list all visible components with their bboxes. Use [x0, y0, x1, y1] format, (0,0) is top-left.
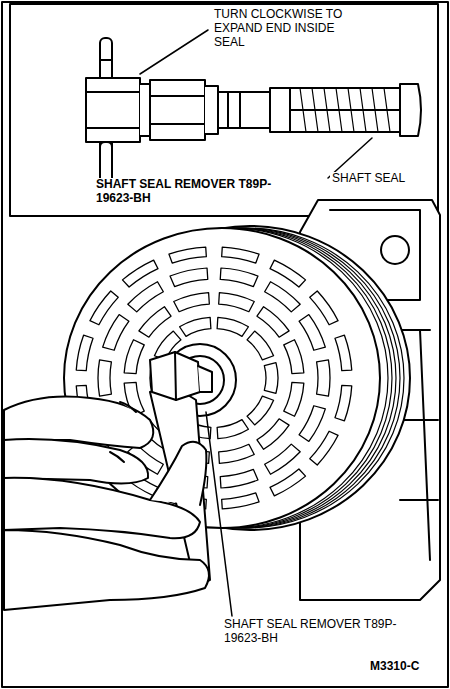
- clutch-slot: [264, 363, 278, 394]
- thread-stroke: [300, 88, 306, 132]
- clutch-slot: [257, 307, 289, 338]
- clutch-slot: [122, 260, 158, 287]
- clutch-slot: [299, 406, 325, 442]
- clutch-slot: [284, 382, 304, 416]
- figure-number: M3310-C: [368, 660, 421, 674]
- clutch-slot: [128, 282, 164, 312]
- clutch-slot: [169, 247, 206, 263]
- hand: [4, 397, 209, 611]
- clutch-slot: [257, 419, 289, 450]
- clutch-slot: [220, 469, 258, 488]
- clutch-slot: [299, 315, 325, 351]
- clutch-slot: [103, 315, 129, 351]
- clutch-slot: [222, 493, 259, 509]
- thread-stroke: [336, 88, 342, 132]
- clutch-slot: [180, 317, 211, 336]
- clutch-slot: [76, 335, 93, 371]
- thread-stroke: [384, 88, 390, 132]
- clutch-slot: [310, 431, 338, 465]
- thread-stroke: [360, 88, 366, 132]
- thread-stroke: [348, 88, 354, 132]
- clutch-slot: [265, 282, 301, 312]
- thread-stroke: [324, 88, 330, 132]
- clutch-slot: [217, 317, 248, 336]
- seal-remover-tool: [86, 38, 421, 196]
- part-label: SHAFT SEAL: [330, 172, 407, 186]
- clutch-slot: [247, 396, 274, 425]
- clutch-slot: [335, 385, 352, 421]
- clutch-slot: [284, 340, 304, 374]
- inset-frame: [10, 4, 438, 216]
- clutch-slot: [219, 444, 255, 463]
- clutch-slot: [222, 247, 259, 263]
- clutch-slot: [335, 335, 352, 371]
- thread-stroke: [372, 88, 378, 132]
- clutch-slot: [170, 268, 208, 287]
- seal-remover-in-place: [150, 352, 212, 588]
- instruction-note: TURN CLOCKWISE TO EXPAND END INSIDE SEAL: [212, 8, 356, 49]
- clutch-slot: [317, 360, 330, 396]
- clutch-slot: [217, 420, 248, 439]
- clutch-slot: [124, 340, 144, 374]
- clutch-slot: [265, 444, 301, 474]
- leader-line: [206, 412, 232, 616]
- tool-label: SHAFT SEAL REMOVER T89P-19623-BH: [222, 618, 416, 646]
- clutch-slot: [139, 307, 171, 338]
- clutch-slot: [220, 268, 258, 287]
- tool-label: SHAFT SEAL REMOVER T89P-19623-BH: [94, 178, 278, 206]
- clutch-slot: [98, 360, 111, 396]
- thread-stroke: [312, 88, 318, 132]
- clutch-slot: [174, 293, 210, 312]
- clutch-slot: [270, 469, 306, 496]
- clutch-slot: [219, 293, 255, 312]
- clutch-slot: [270, 260, 306, 287]
- clutch-slot: [247, 331, 274, 360]
- clutch-slot: [310, 291, 338, 325]
- clutch-slot: [90, 291, 118, 325]
- leader-line: [140, 30, 208, 74]
